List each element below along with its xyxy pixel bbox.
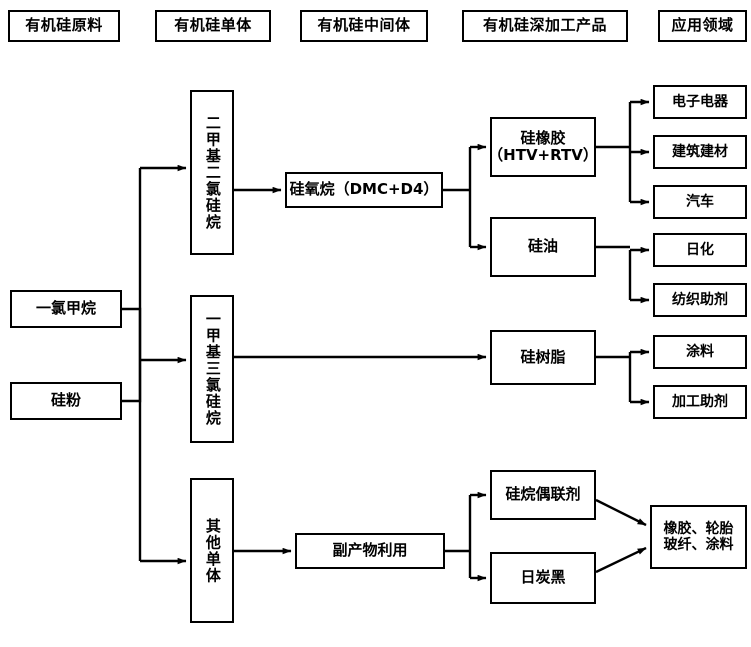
node-label: 硅烷偶联剂 (505, 485, 581, 504)
node-other-monomers[interactable]: 其他单体 (190, 478, 234, 623)
header-monomers: 有机硅单体 (155, 10, 271, 42)
node-chloromethane[interactable]: 一氯甲烷 (10, 290, 122, 328)
node-carbon-black[interactable]: 日炭黑 (490, 552, 596, 604)
header-label: 有机硅中间体 (317, 16, 411, 35)
node-label: 硅粉 (50, 391, 81, 410)
node-label: 硅树脂 (520, 347, 566, 366)
node-label-line1: 橡胶、轮胎 (663, 520, 734, 537)
node-label: 一甲基三氯硅烷 (203, 311, 222, 427)
node-rubber-tire-glassfiber-coatings[interactable]: 橡胶、轮胎 玻纤、涂料 (650, 505, 747, 569)
node-label: 日化 (686, 241, 714, 258)
node-label: 加工助剂 (672, 393, 728, 410)
node-label-line2: （HTV+RTV） (488, 146, 598, 164)
wire-carbonblack-to-rubbertire (595, 546, 647, 574)
node-textile-auxiliaries[interactable]: 纺织助剂 (653, 283, 747, 317)
header-label: 有机硅深加工产品 (482, 16, 607, 35)
node-silicone-rubber[interactable]: 硅橡胶 （HTV+RTV） (488, 117, 598, 177)
node-dimethyldichlorosilane[interactable]: 二甲基二氯硅烷 (190, 90, 234, 255)
node-label: 日炭黑 (520, 568, 566, 587)
wire-siliconpowder-bus (122, 360, 142, 403)
header-deep-processed-products: 有机硅深加工产品 (462, 10, 628, 42)
node-label: 汽车 (686, 193, 714, 210)
header-application-fields: 应用领域 (658, 10, 747, 42)
node-label-line1: 硅橡胶 (520, 128, 566, 147)
wire-chloromethane-bus (122, 307, 142, 360)
node-silicone-resin[interactable]: 硅树脂 (490, 330, 596, 385)
node-label: 副产物利用 (332, 541, 408, 560)
node-automobile[interactable]: 汽车 (653, 185, 747, 219)
node-label: 硅氧烷（DMC+D4） (289, 180, 439, 199)
node-label: 其他单体 (203, 517, 222, 584)
node-coatings[interactable]: 涂料 (653, 335, 747, 369)
header-label: 有机硅原料 (25, 16, 103, 35)
node-label: 纺织助剂 (672, 291, 728, 308)
node-processing-auxiliaries[interactable]: 加工助剂 (653, 385, 747, 419)
node-label: 涂料 (686, 343, 714, 360)
node-silicon-powder[interactable]: 硅粉 (10, 382, 122, 420)
node-label: 建筑建材 (672, 143, 728, 160)
node-label-line2: 玻纤、涂料 (663, 537, 734, 553)
header-raw-materials: 有机硅原料 (8, 10, 120, 42)
node-byproduct-utilization[interactable]: 副产物利用 (295, 533, 445, 569)
node-label: 二甲基二氯硅烷 (203, 114, 222, 231)
node-label: 一氯甲烷 (35, 299, 96, 318)
node-label: 硅油 (527, 237, 558, 256)
header-intermediates: 有机硅中间体 (300, 10, 428, 42)
node-label: 电子电器 (672, 93, 728, 110)
header-label: 有机硅单体 (174, 16, 252, 35)
node-daily-chemicals[interactable]: 日化 (653, 233, 747, 267)
node-silane-coupling-agent[interactable]: 硅烷偶联剂 (490, 470, 596, 520)
node-electronics-appliances[interactable]: 电子电器 (653, 85, 747, 119)
node-construction-materials[interactable]: 建筑建材 (653, 135, 747, 169)
node-methyltrichlorosilane[interactable]: 一甲基三氯硅烷 (190, 295, 234, 443)
header-label: 应用领域 (671, 16, 734, 35)
wire-silane-to-rubbertire (595, 498, 647, 527)
node-siloxane[interactable]: 硅氧烷（DMC+D4） (285, 172, 443, 208)
node-silicone-oil[interactable]: 硅油 (490, 217, 596, 277)
